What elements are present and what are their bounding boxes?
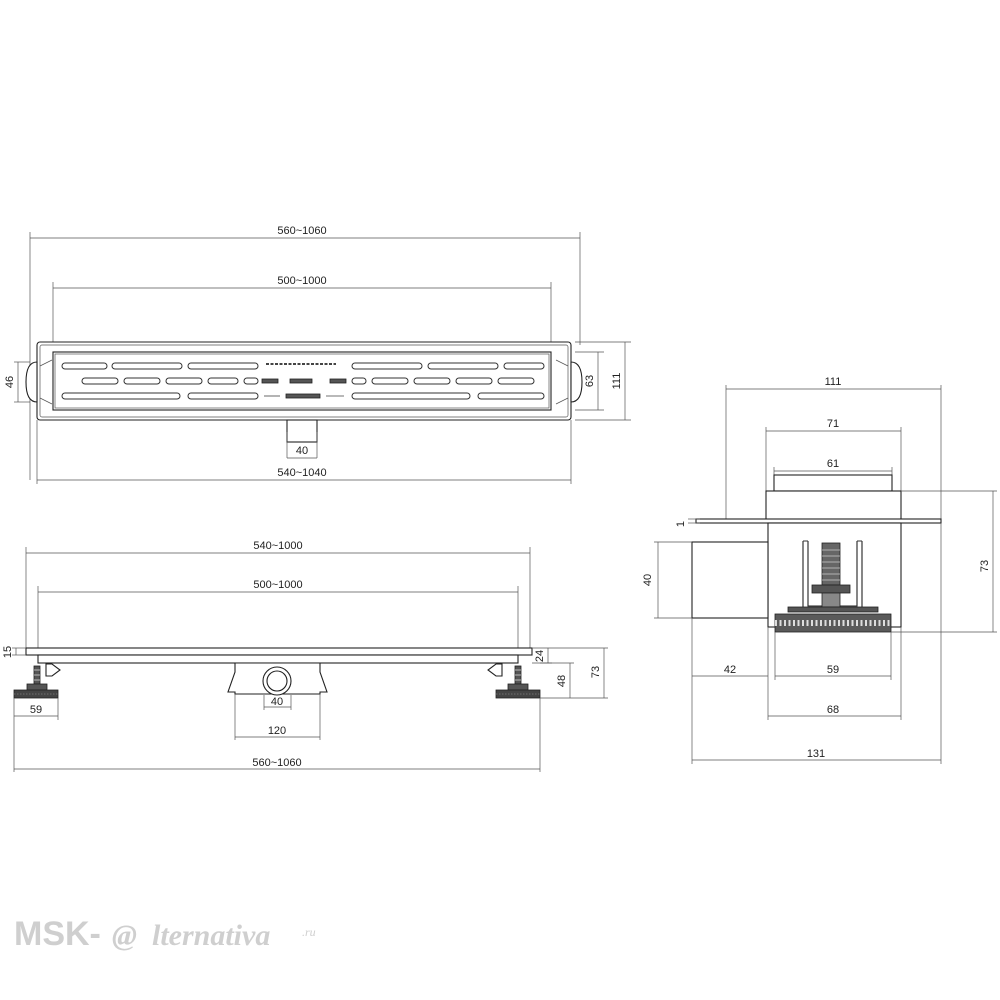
dim-side-outlet-diameter: 40	[271, 696, 283, 708]
dim-section-body-width: 68	[827, 704, 839, 716]
left-end-cap	[25, 361, 38, 403]
left-adjustable-foot	[13, 663, 61, 699]
dim-side-body-length: 540~1000	[253, 540, 302, 552]
right-adjustable-foot	[487, 663, 541, 699]
grate-section	[773, 474, 893, 492]
dim-section-outlet-height: 40	[642, 574, 654, 586]
dim-side-foot-width: 59	[30, 704, 42, 716]
watermark-at: @	[112, 919, 137, 952]
dim-section-flange-width: 111	[825, 376, 842, 388]
dim-top-left-height: 46	[4, 376, 16, 388]
dim-top-body-length: 540~1040	[277, 467, 326, 479]
side-view: 540~1000 500~1000	[2, 540, 608, 772]
dim-side-channel-depth: 24	[534, 650, 546, 662]
bolt-nut	[811, 584, 851, 594]
dim-side-outlet-box-width: 120	[268, 725, 286, 737]
dim-side-overall-length: 560~1060	[252, 757, 301, 769]
flange-section	[695, 518, 942, 524]
watermark-prefix: MSK-	[14, 915, 101, 953]
right-end-cap	[570, 361, 583, 403]
dim-top-grate-height: 63	[584, 375, 596, 387]
dim-side-grate-length: 500~1000	[253, 579, 302, 591]
watermark-suffix: lternativa	[152, 919, 270, 952]
dim-section-total-height: 73	[979, 560, 991, 572]
dim-section-outlet-offset: 42	[724, 664, 736, 676]
dim-top-outlet-width: 40	[296, 445, 308, 457]
grate-plate-side	[25, 647, 533, 656]
top-view: 560~1060 500~1000	[4, 225, 631, 484]
channel-side	[37, 654, 519, 664]
dim-section-grate-width: 61	[827, 458, 839, 470]
outlet-pipe-section	[691, 541, 769, 619]
dim-section-channel-width: 71	[827, 418, 839, 430]
channel-section-top	[765, 490, 902, 522]
adjustable-foot-disc	[774, 613, 892, 633]
dim-section-flange-thickness: 1	[675, 521, 687, 527]
dim-top-grate-length: 500~1000	[277, 275, 326, 287]
outlet-pipe-inner	[266, 670, 288, 692]
threaded-bolt	[821, 542, 841, 586]
dim-top-overall-length: 560~1060	[277, 225, 326, 237]
dim-section-foot-width: 59	[827, 664, 839, 676]
dim-side-foot-height: 48	[556, 675, 568, 687]
grate-logo	[261, 363, 347, 399]
dim-section-total-width: 131	[807, 748, 825, 760]
watermark-domain: .ru	[302, 925, 316, 939]
dim-top-total-height: 111	[611, 373, 623, 390]
outlet-stub-top	[286, 419, 318, 443]
watermark-logo: MSK- @ lternativa .ru	[14, 915, 316, 953]
dim-side-total-height: 73	[590, 666, 602, 678]
section-view: 111 71 61 1	[642, 376, 997, 764]
dim-side-grate-thickness: 15	[2, 646, 14, 658]
